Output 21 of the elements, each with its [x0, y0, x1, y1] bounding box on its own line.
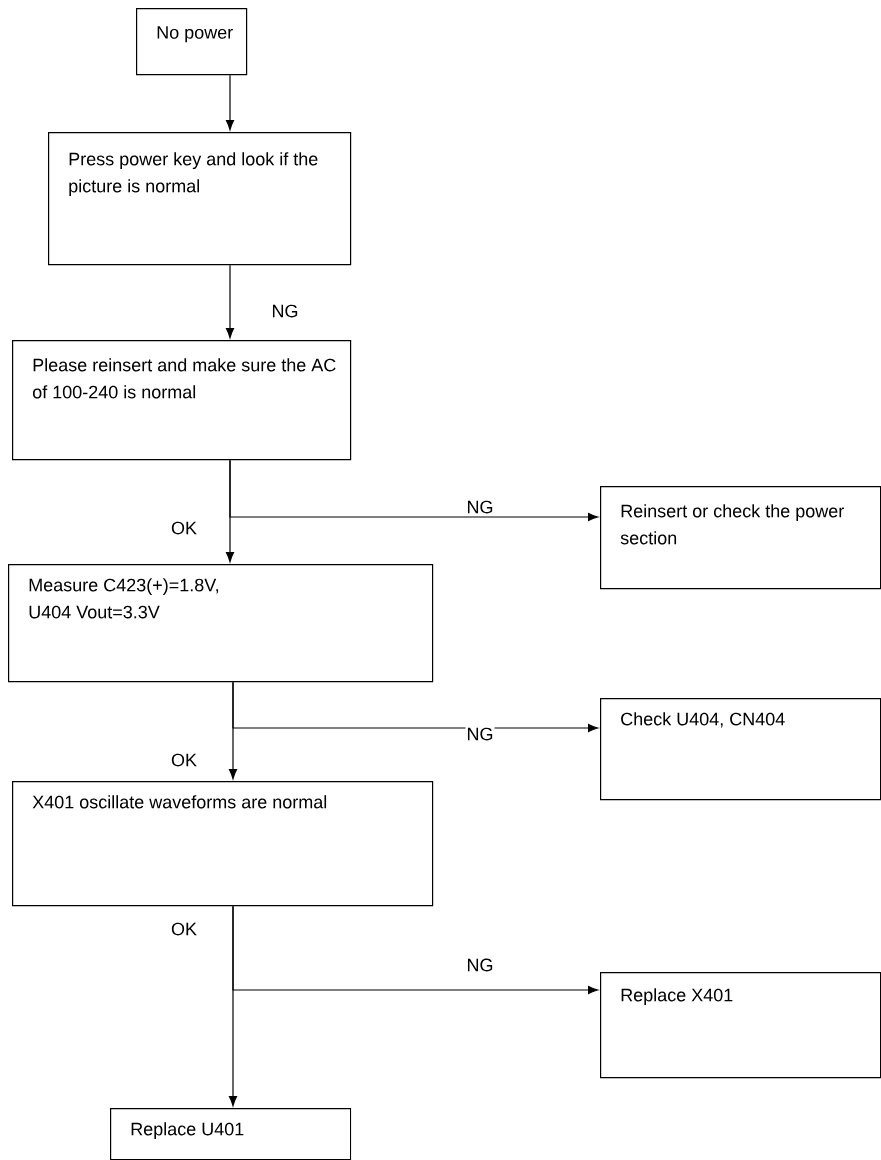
edge-label: NG — [270, 303, 300, 319]
process-box: Reinsert or check the power section — [600, 486, 881, 590]
process-box: Press power key and look if the picture is normal — [48, 132, 352, 266]
process-box: Check U404, CN404 — [600, 698, 881, 801]
edge-label: OK — [170, 921, 198, 937]
edge-label: NG — [465, 499, 495, 515]
arrow — [225, 74, 235, 131]
edge-label: OK — [170, 752, 198, 768]
arrow — [225, 264, 235, 339]
process-box: Please reinsert and make sure the AC of 100-240 is normal — [12, 340, 352, 461]
edge-label: OK — [170, 520, 198, 536]
process-box: Measure C423(+)=1.8V, U404 Vout=3.3V — [8, 564, 434, 683]
edge-label: NG — [465, 957, 495, 973]
process-box: No power — [136, 8, 248, 76]
arrow — [228, 905, 238, 1107]
process-box: Replace X401 — [600, 972, 881, 1079]
process-box: X401 oscillate waveforms are normal — [12, 781, 434, 907]
arrow — [228, 681, 238, 780]
edge-label: NG — [465, 726, 495, 742]
process-box: Replace U401 — [110, 1108, 352, 1160]
arrow — [225, 459, 235, 563]
